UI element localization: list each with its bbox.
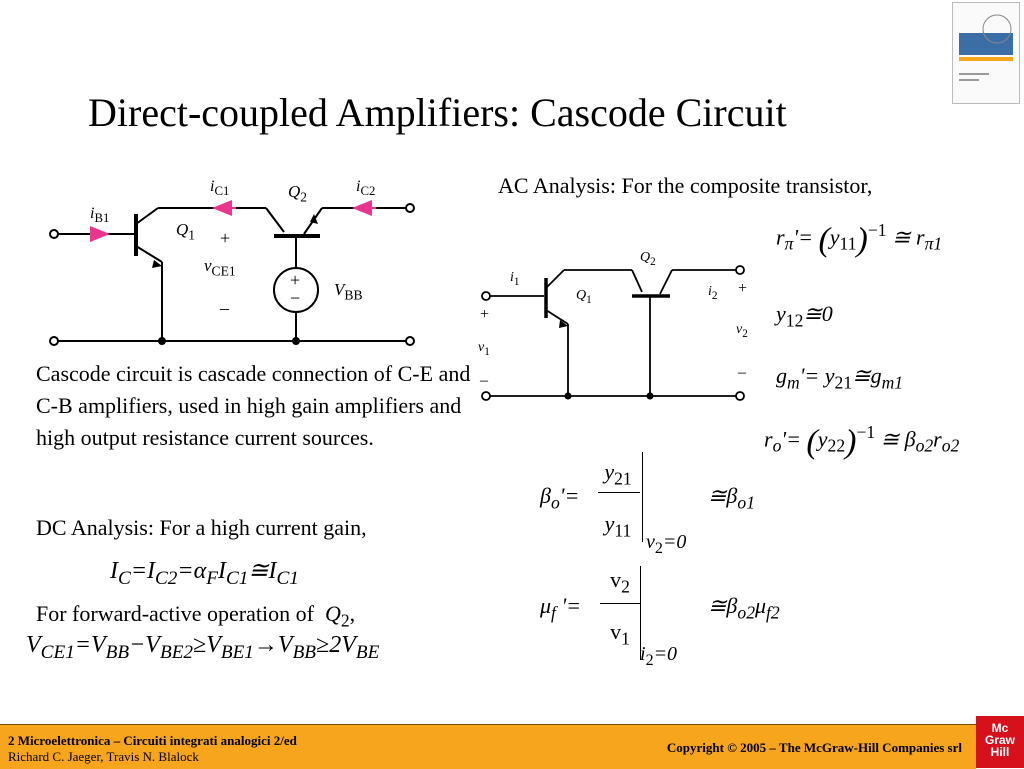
logo-line-3: Hill: [990, 745, 1010, 759]
eq-mu-condition: i2=0: [640, 643, 678, 669]
eq-mu-den: v1: [610, 619, 630, 649]
eq-mu-num: v2: [610, 567, 630, 597]
label-iC1: iC1: [210, 178, 230, 199]
eq-gm: gm'= y21≅gm1: [776, 363, 904, 393]
footer-book-info: 2 Microelettronica – Circuiti integrati …: [8, 733, 297, 765]
label-iC2: iC2: [356, 178, 376, 199]
eq-beta-den: y11: [604, 511, 632, 541]
vce1-equation: VCE1=VBB−VBE2≥VBE1→VBB≥2VBE: [26, 632, 380, 663]
eq-beta-o-lhs: βo'=: [540, 483, 580, 513]
logo-line-1: Mc: [991, 721, 1009, 735]
footer-book-title: 2 Microelettronica – Circuiti integrati …: [8, 733, 297, 748]
cascode-circuit-dc: + −: [49, 200, 415, 346]
eq-ro: ro'= (y22)−1 ≅ βo2ro2: [764, 422, 960, 461]
svg-text:−: −: [290, 288, 300, 308]
label-plus: +: [220, 228, 231, 248]
label-Q2-right: Q2: [640, 250, 656, 268]
label-v1: v1: [478, 340, 490, 358]
book-cover-image: [952, 2, 1020, 104]
fraction-line-mu: [600, 603, 640, 604]
footer-authors: Richard C. Jaeger, Travis N. Blalock: [8, 749, 199, 764]
label-vCE1: vCE1: [204, 256, 236, 279]
composite-transistor-circuit: [481, 265, 745, 401]
evaluation-bar-mu: [640, 566, 641, 660]
footer-bar: [0, 724, 976, 769]
eq-rpi: rπ'= (y11)−1 ≅ rπ1: [776, 220, 943, 259]
eq-beta-num: y21: [604, 459, 632, 489]
eq-mu-rhs: ≅βo2μf2: [708, 593, 780, 623]
eq-mu-f-lhs: μf '=: [540, 593, 581, 623]
label-Q1: Q1: [176, 220, 196, 243]
dc-current-equation: IC=IC2=αFIC1≅IC1: [110, 558, 299, 589]
logo-line-2: Graw: [984, 733, 1015, 747]
label-minus-right: –: [738, 364, 746, 381]
cascode-description: Cascode circuit is cascade connection of…: [36, 361, 471, 450]
evaluation-bar-beta: [642, 452, 643, 542]
slide-title: Direct-coupled Amplifiers: Cascode Circu…: [88, 90, 787, 135]
label-plus-right: +: [738, 280, 748, 297]
label-v2: v2: [736, 322, 748, 340]
eq-beta-rhs: ≅βo1: [708, 483, 755, 513]
label-iB1: iB1: [90, 205, 110, 226]
eq-beta-condition: v2=0: [646, 531, 687, 557]
label-Q2: Q2: [288, 182, 308, 205]
label-VBB: VBB: [334, 280, 363, 303]
label-minus-left: –: [480, 372, 488, 389]
label-i2: i2: [708, 284, 718, 302]
fraction-line-beta: [598, 492, 640, 493]
label-minus: –: [220, 298, 229, 318]
footer-copyright: Copyright © 2005 – The McGraw-Hill Compa…: [666, 740, 962, 755]
book-cover-art: [959, 14, 1013, 81]
label-plus-left: +: [480, 306, 490, 323]
svg-text:+: +: [290, 270, 300, 290]
label-i1: i1: [510, 270, 520, 288]
mcgraw-hill-logo: Mc Graw Hill: [976, 716, 1024, 768]
dc-analysis-heading: DC Analysis: For a high current gain,: [36, 515, 367, 540]
eq-y12: y12≅0: [776, 301, 833, 331]
label-Q1-right: Q1: [576, 288, 592, 306]
forward-active-text: For forward-active operation of Q2,: [36, 601, 356, 631]
ac-analysis-heading: AC Analysis: For the composite transisto…: [498, 173, 873, 198]
